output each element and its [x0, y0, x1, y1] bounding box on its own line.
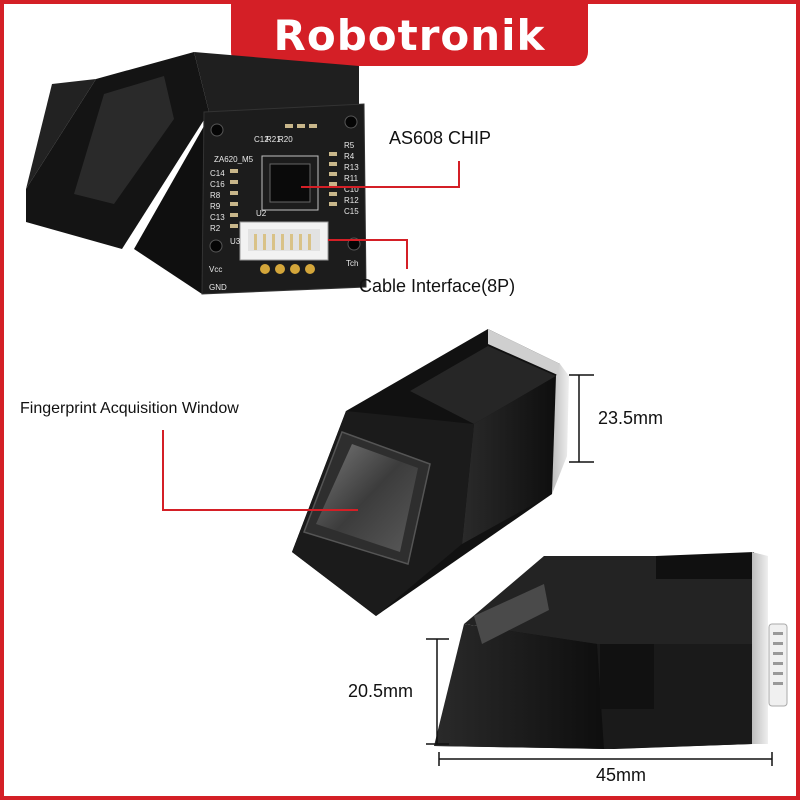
- module-front-view: [292, 329, 569, 616]
- silk-right-2: R13: [344, 163, 359, 172]
- silk-gnd: GND: [209, 283, 227, 292]
- cable-connector: [239, 221, 329, 261]
- window-callout-line: [162, 430, 358, 511]
- silk-top-2: R20: [278, 135, 293, 144]
- silk-u3: U3: [230, 237, 241, 246]
- silk-u2: U2: [256, 209, 267, 218]
- brand-banner: Robotronik: [231, 4, 588, 66]
- silk-right-6: C15: [344, 207, 359, 216]
- silk-left-3: R9: [210, 202, 221, 211]
- silk-left-1: C16: [210, 180, 225, 189]
- module-side-view: [434, 552, 788, 749]
- product-illustration: ZA620_M5 Vcc GND Tch U2 U3 C14 C16 R8 R9…: [26, 52, 788, 766]
- silk-left-5: R2: [210, 224, 221, 233]
- cable-interface-label: Cable Interface(8P): [359, 276, 516, 296]
- length-label: 45mm: [596, 765, 647, 785]
- silk-right-5: R12: [344, 196, 359, 205]
- silk-left-0: C14: [210, 169, 225, 178]
- height-top-label: 23.5mm: [598, 408, 664, 428]
- brand-name: Robotronik: [273, 10, 546, 60]
- silk-right-0: R5: [344, 141, 355, 150]
- silk-right-4: C10: [344, 185, 359, 194]
- module-rear-view: ZA620_M5 Vcc GND Tch U2 U3 C14 C16 R8 R9…: [26, 52, 367, 295]
- chip-callout-line: [301, 161, 460, 188]
- silk-right-1: R4: [344, 152, 355, 161]
- silk-left-2: R8: [210, 191, 221, 200]
- silk-top-0: C12: [254, 135, 269, 144]
- dimension-height-top: [569, 374, 594, 463]
- silk-right-3: R11: [344, 174, 359, 183]
- silk-vcc: Vcc: [209, 265, 222, 274]
- silk-left-4: C13: [210, 213, 225, 222]
- height-bottom-label: 20.5mm: [348, 681, 414, 701]
- dimension-height-bottom: [426, 638, 449, 745]
- cable-callout-line: [328, 239, 408, 269]
- silk-model: ZA620_M5: [214, 155, 254, 164]
- pcb-board: ZA620_M5 Vcc GND Tch U2 U3 C14 C16 R8 R9…: [201, 103, 367, 295]
- silk-tch: Tch: [346, 259, 358, 268]
- as608-chip: [261, 155, 319, 211]
- dimension-length: [438, 752, 773, 766]
- silk-top-1: R21: [266, 135, 281, 144]
- solder-pads: [260, 264, 315, 274]
- fingerprint-window: [303, 431, 431, 565]
- chip-label: AS608 CHIP: [389, 128, 492, 148]
- side-connector: [768, 623, 788, 707]
- fingerprint-window-label: Fingerprint Acquisition Window: [20, 400, 239, 417]
